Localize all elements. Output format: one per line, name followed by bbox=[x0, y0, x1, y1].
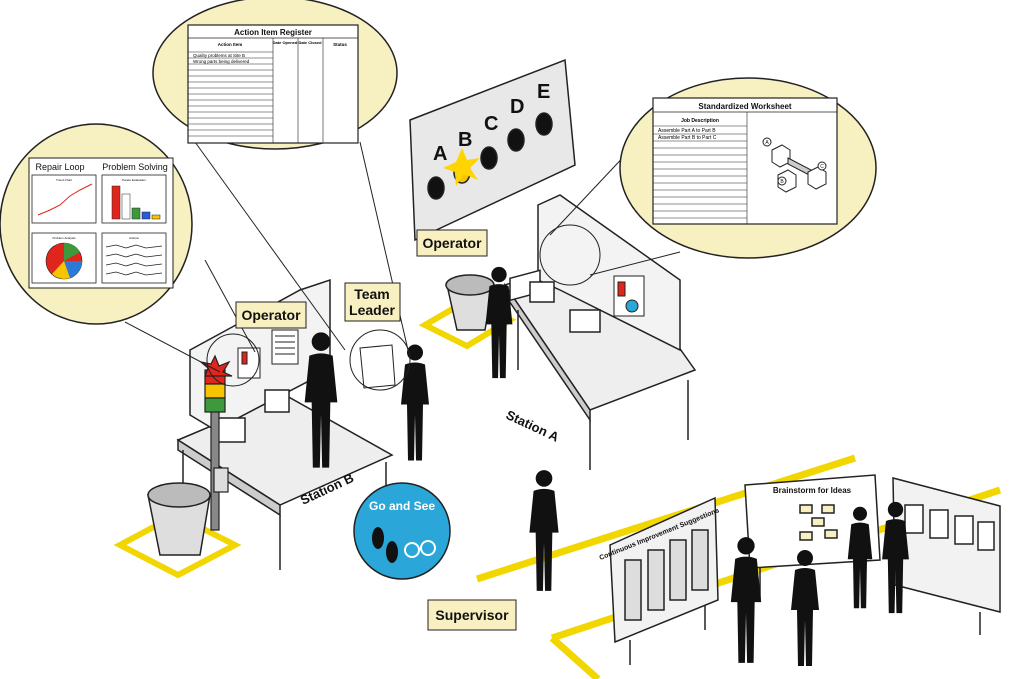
action-register-title: Action Item Register bbox=[234, 28, 312, 37]
column-header: Status bbox=[333, 42, 347, 47]
team-leader-label-line1: Team bbox=[354, 286, 390, 302]
station-a-bench bbox=[503, 194, 697, 470]
charts-right-title: Problem Solving bbox=[102, 162, 168, 172]
part-label: C bbox=[820, 164, 824, 170]
improvement-suggestions-board: Continuous Improvement Suggestions bbox=[598, 496, 721, 665]
team-leader-paper bbox=[359, 344, 396, 389]
station-b-board-charts bbox=[237, 329, 299, 379]
andon-letter: A bbox=[433, 143, 447, 165]
trash-can-station-b bbox=[113, 482, 242, 579]
glasses-icon bbox=[404, 540, 436, 558]
actions-panel: Actions bbox=[101, 232, 167, 284]
pareto-panel: Pareto Evaluation bbox=[101, 174, 167, 224]
team-leader-callout: Team Leader bbox=[344, 282, 401, 322]
action-register-bubble: Action Item Register Action Item Date Op… bbox=[152, 0, 398, 150]
trend-chart-panel: Trend Chart bbox=[31, 174, 97, 224]
team-leader-silhouette bbox=[401, 344, 429, 461]
andon-letter-board: A B C D E bbox=[409, 58, 576, 242]
column-header: Date Closed bbox=[298, 40, 322, 45]
worksheet-row: Assemble Part B to Part C bbox=[658, 135, 717, 141]
panel-label: Actions bbox=[129, 236, 139, 240]
column-header: Date Opened bbox=[273, 40, 298, 45]
operator-b-label: Operator bbox=[241, 307, 301, 323]
station-a-label: Station A bbox=[504, 407, 562, 445]
go-and-see-label: Go and See bbox=[369, 499, 435, 513]
panel-label: Pareto Evaluation bbox=[122, 178, 146, 182]
supervisor-callout: Supervisor bbox=[427, 599, 517, 631]
worksheet-row: Assemble Part A to Part B bbox=[658, 128, 716, 134]
register-row-lines bbox=[188, 51, 273, 137]
assembly-diagram: A B C bbox=[762, 137, 827, 193]
operator-b-callout: Operator bbox=[235, 301, 307, 329]
column-header: Action Item bbox=[218, 42, 243, 47]
worksheet-title: Standardized Worksheet bbox=[698, 102, 792, 111]
station-a-board-charts bbox=[613, 275, 645, 317]
brainstorm-board-title: Brainstorm for Ideas bbox=[773, 486, 852, 495]
panel-label: Problem Analysis bbox=[52, 236, 76, 240]
andon-letter: D bbox=[510, 96, 524, 118]
charts-bubble: Repair Loop Problem Solving Trend Chart … bbox=[0, 123, 193, 325]
panel-label: Trend Chart bbox=[56, 178, 72, 182]
footprints-icon bbox=[372, 527, 398, 563]
operator-a-callout: Operator bbox=[416, 229, 488, 257]
andon-letter: E bbox=[537, 81, 550, 103]
worker-silhouette bbox=[791, 550, 819, 666]
worksheet-column-header: Job Description bbox=[681, 118, 719, 124]
register-row: Quality problems at Site B bbox=[193, 53, 245, 58]
worksheet-bubble: Standardized Worksheet Job Description A… bbox=[619, 77, 877, 259]
go-and-see-badge: Go and See bbox=[353, 482, 451, 580]
part-label: B bbox=[780, 179, 784, 185]
operator-a-label: Operator bbox=[422, 235, 482, 251]
supervisor-silhouette bbox=[529, 470, 559, 591]
supervisor-label: Supervisor bbox=[435, 607, 509, 623]
andon-letter: B bbox=[458, 129, 472, 151]
andon-letter: C bbox=[484, 113, 498, 135]
team-leader-label-line2: Leader bbox=[349, 302, 395, 318]
problem-analysis-panel: Problem Analysis bbox=[31, 232, 97, 284]
worksheet-row-lines bbox=[653, 125, 747, 219]
part-label: A bbox=[765, 140, 769, 146]
charts-left-title: Repair Loop bbox=[35, 162, 84, 172]
andon-light-tower bbox=[198, 354, 233, 531]
trash-can-station-a bbox=[418, 274, 517, 350]
register-row: Wrong parts being delivered bbox=[193, 59, 250, 64]
metrics-board bbox=[892, 477, 1001, 635]
